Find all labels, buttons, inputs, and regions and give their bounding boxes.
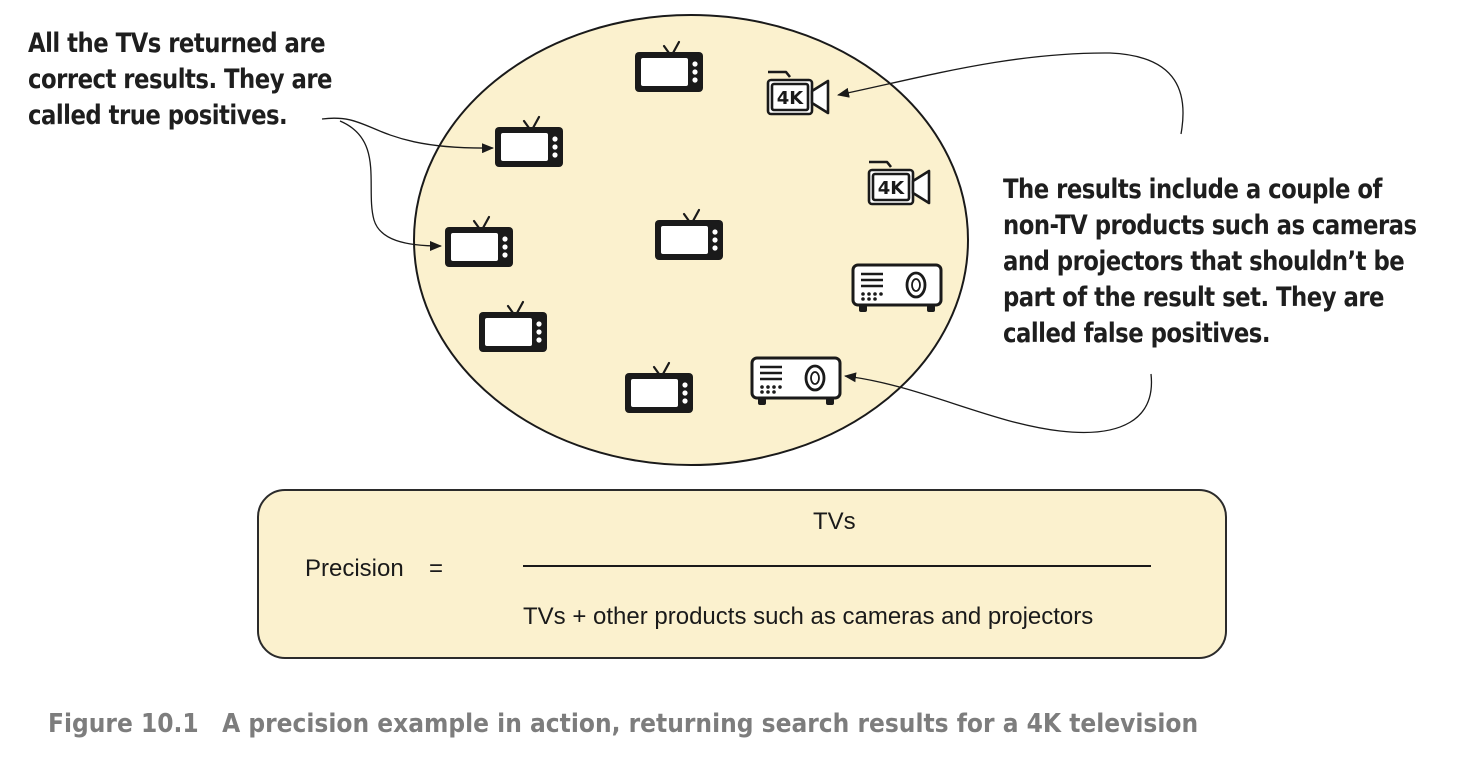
- figure-number: Figure 10.1: [48, 709, 199, 739]
- projector-icon: [851, 263, 943, 314]
- svg-text:4K: 4K: [777, 88, 805, 109]
- note-line: non-TV products such as cameras: [1003, 210, 1417, 241]
- note-line: and projectors that shouldn’t be: [1003, 246, 1405, 277]
- precision-formula-box: Precision = TVs TVs + other products suc…: [257, 489, 1227, 659]
- caption-text: A precision example in action, returning…: [222, 709, 1199, 739]
- note-line: All the TVs returned are: [28, 28, 326, 59]
- fraction-bar: [523, 565, 1151, 567]
- arrow-to-camera: [837, 52, 1184, 135]
- equals-sign: =: [429, 555, 444, 582]
- note-line: part of the result set. They are: [1003, 282, 1385, 313]
- camera-icon: 4K: [867, 160, 931, 206]
- note-line: called true positives.: [28, 100, 288, 131]
- figure-caption: Figure 10.1 A precision example in action…: [48, 709, 1198, 739]
- note-line: called false positives.: [1003, 318, 1271, 349]
- arrow-to-projector: [844, 372, 1153, 434]
- false-positives-note: The results include a couple of non-TV p…: [1003, 172, 1417, 352]
- note-line: The results include a couple of: [1003, 174, 1382, 205]
- formula-numerator: TVs: [813, 508, 856, 535]
- formula-denominator: TVs + other products such as cameras and…: [523, 603, 1094, 630]
- note-line: correct results. They are: [28, 64, 332, 95]
- arrow-to-tv-left: [339, 120, 442, 251]
- arrow-to-tv-upper: [321, 117, 494, 154]
- true-positives-note: All the TVs returned are correct results…: [28, 26, 332, 134]
- camera-icon: 4K: [766, 70, 830, 116]
- precision-label: Precision: [305, 555, 404, 582]
- projector-icon: [750, 356, 842, 407]
- svg-text:4K: 4K: [878, 178, 906, 199]
